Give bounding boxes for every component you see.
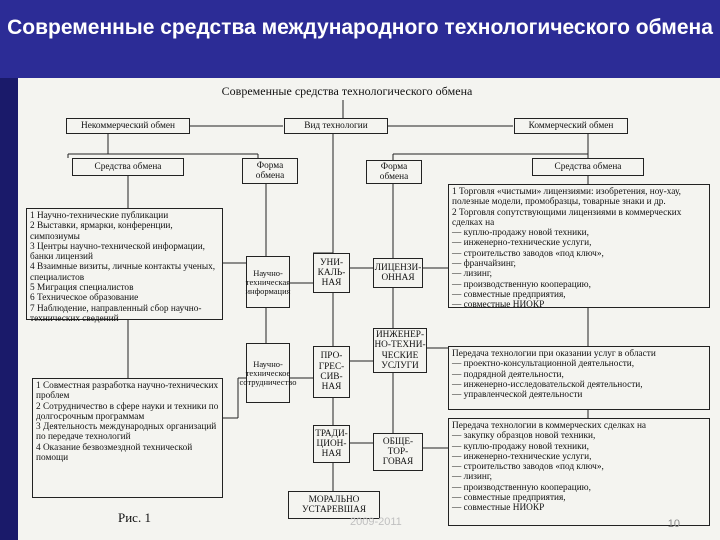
list-item: — строительство заводов «под ключ», [452,462,604,473]
traditional-technology-box: ТРАДИ-ЦИОН-НАЯ [313,425,350,463]
list-item: — инженерно-технические услуги, [452,451,592,462]
list-item: — строительство заводов «под ключ», [452,248,604,259]
list-item: 6 Техническое образование [30,293,139,304]
list-item: — франчайзинг, [452,259,516,270]
licensing-form-box: ЛИЦЕНЗИ-ОННАЯ [373,258,423,288]
list-item: — куплю-продажу новой техники, [452,228,589,239]
list-item: 4 Оказание безвозмездной технической пом… [36,442,193,464]
engineering-services-box: ИНЖЕНЕР-НО-ТЕХНИ-ЧЕСКИЕ УСЛУГИ [373,328,427,373]
slide-left-edge [0,78,18,540]
commercial-exchange-box: Коммерческий обмен [514,118,628,134]
list-item: Передача технологии при оказании услуг в… [452,349,656,359]
watermark: 2009-2011 [350,516,402,528]
list-item: — инженерно-технические услуги, [452,238,592,249]
list-item: Передача технологии в коммерческих сделк… [452,421,647,431]
list-item: 3 Деятельность международных организаций… [36,422,217,443]
noncommercial-exchange-box: Некоммерческий обмен [66,118,190,134]
cooperation-means-list: 1 Совместная разработка научно-техническ… [32,378,223,498]
services-means-list: Передача технологии при оказании услуг в… [448,346,710,410]
list-item: 3 Центры научно-технической информации, … [30,241,206,263]
list-item: 2 Выставки, ярмарки, конференции, симпоз… [30,221,173,242]
list-item: — совместные НИОКР [452,503,545,514]
list-item: — лизинг, [452,472,492,483]
general-trade-form-box: ОБЩЕ-ТОР-ГОВАЯ [373,433,423,471]
list-item: — управленческой деятельности [452,390,583,401]
list-item: — закупку образцов новой техники, [452,431,596,442]
list-item: — проектно-консультационной деятельности… [452,359,635,370]
list-item: — производственную кооперацию, [452,482,591,493]
list-item: 5 Миграция специалистов [30,283,134,294]
slide-title: Современные средства международного техн… [7,16,713,39]
list-item: — куплю-продажу новой техники, [452,441,589,452]
list-item: 2 Сотрудничество в сфере науки и техники… [36,401,219,422]
commercial-deals-list: Передача технологии в коммерческих сделк… [448,418,710,526]
diagram-main-title: Современные средства технологического об… [221,83,473,98]
progressive-technology-box: ПРО-ГРЕС-СИВ-НАЯ [313,346,350,398]
technology-type-box: Вид технологии [284,118,388,134]
list-item: 2 Торговля сопутствующими лицензиями в к… [452,207,682,228]
list-item: — совместные НИОКР [452,300,545,311]
list-item: 4 Взаимные визиты, личные контакты учены… [30,262,216,283]
form-of-exchange-right: Форма обмена [366,160,422,184]
licensing-means-list: 1 Торговля «чистыми» лицензиями: изобрет… [448,184,710,311]
list-item: — лизинг, [452,269,492,280]
list-item: — подрядной деятельности, [452,369,564,380]
sci-tech-cooperation-box: Научно-техническое сотрудничество [240,343,297,403]
list-item: 1 Научно-технические публикации [30,211,169,221]
page-number: 10 [667,518,680,530]
list-item: — производственную кооперацию, [452,279,591,290]
list-item: 1 Торговля «чистыми» лицензиями: изобрет… [452,187,681,208]
sci-tech-information-box: Научно-техническая информация [245,256,291,308]
means-of-exchange-left: Средства обмена [72,158,184,176]
means-of-exchange-right: Средства обмена [532,158,644,176]
list-item: 7 Наблюдение, направленный сбор научно-т… [30,303,202,324]
list-item: — совместные предприятия, [452,493,566,504]
list-item: — совместные предприятия, [452,289,566,300]
diagram-scan: Современные средства технологического об… [18,78,720,540]
obsolete-technology-box: МОРАЛЬНО УСТАРЕВШАЯ [288,491,380,519]
list-item: 1 Совместная разработка научно-техническ… [36,381,219,402]
form-of-exchange-left: Форма обмена [242,158,298,184]
list-item: — инженерно-исследовательской деятельнос… [452,379,643,390]
figure-caption: Рис. 1 [118,510,151,525]
unique-technology-box: УНИ-КАЛЬ-НАЯ [313,253,350,293]
